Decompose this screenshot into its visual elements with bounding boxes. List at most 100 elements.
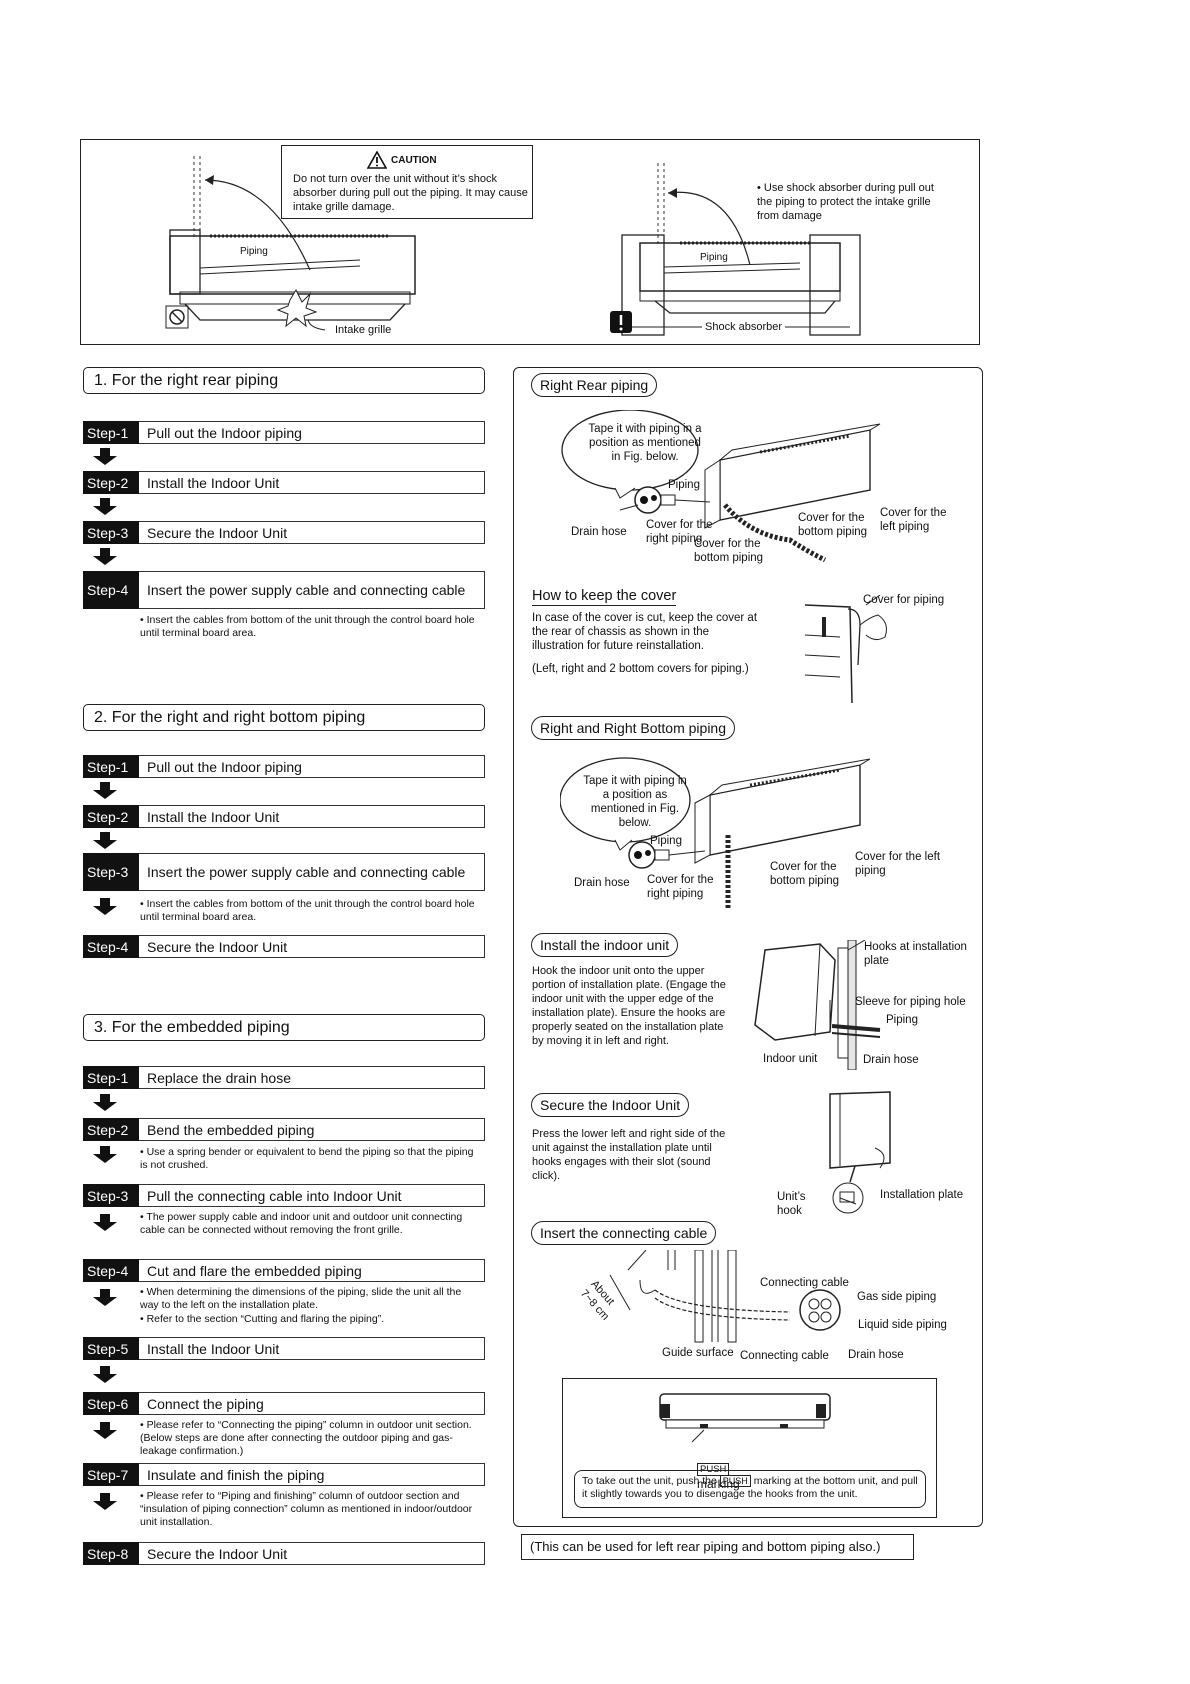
keep-cover-text-2: (Left, right and 2 bottom covers for pip…	[532, 663, 749, 675]
step-label: Step-3	[83, 521, 139, 544]
step-text: Insert the power supply cable and connec…	[139, 853, 485, 891]
inst-sleeve-label: Sleeve for piping hole	[855, 996, 966, 1008]
s3-step-1: Step-1 Replace the drain hose	[83, 1066, 485, 1089]
down-arrow-icon	[93, 1366, 117, 1383]
push-marking-label: PUSH marking	[697, 1447, 740, 1491]
s3-step-8: Step-8 Secure the Indoor Unit	[83, 1542, 485, 1565]
install-indoor-unit-text: Hook the indoor unit onto the upper port…	[532, 965, 726, 1047]
step-text: Insert the power supply cable and connec…	[139, 571, 485, 609]
s3-step-3-note: • The power supply cable and indoor unit…	[140, 1211, 463, 1236]
top-figure-frame	[80, 139, 980, 345]
step-text: Pull out the Indoor piping	[139, 755, 485, 778]
push-marking-box	[562, 1378, 937, 1518]
down-arrow-icon	[93, 1214, 117, 1231]
step-text: Connect the piping	[139, 1392, 485, 1415]
step-label: Step-5	[83, 1337, 139, 1360]
down-arrow-icon	[93, 1493, 117, 1510]
rrb-cover-left-label: Cover for the left piping	[855, 851, 941, 877]
step-text: Pull the connecting cable into Indoor Un…	[139, 1184, 485, 1207]
inst-indoor-unit-label: Indoor unit	[763, 1053, 818, 1065]
push-badge: PUSH	[697, 1463, 730, 1476]
step-label: Step-1	[83, 421, 139, 444]
s3-step-5: Step-5 Install the Indoor Unit	[83, 1337, 485, 1360]
s1-step-4-note: • Insert the cables from bottom of the u…	[140, 614, 475, 639]
sec-installation-plate-label: Installation plate	[880, 1189, 964, 1201]
secure-indoor-unit-illustration	[829, 1091, 891, 1214]
install-indoor-unit-illustration	[754, 940, 881, 1070]
s3-step-6: Step-6 Connect the piping	[83, 1392, 485, 1415]
step-text: Bend the embedded piping	[139, 1118, 485, 1141]
s3-step-6-note: • Please refer to “Connecting the piping…	[140, 1419, 472, 1457]
s1-step-2: Step-2 Install the Indoor Unit	[83, 471, 485, 494]
ins-gas-side-label: Gas side piping	[857, 1291, 937, 1303]
step-text: Secure the Indoor Unit	[139, 1542, 485, 1565]
unit-without-absorber-illustration	[165, 156, 416, 331]
rr-cover-right-label: Cover for the right piping	[646, 519, 713, 545]
s3-step-4-note-a: • When determining the dimensions of the…	[140, 1286, 462, 1311]
warning-triangle-icon	[367, 151, 387, 169]
s3-step-2-note: • Use a spring bender or equivalent to b…	[140, 1146, 474, 1171]
rr-cover-left-label: Cover for the left piping	[880, 507, 947, 533]
ins-drain-hose-label: Drain hose	[848, 1349, 904, 1361]
s3-step-3: Step-3 Pull the connecting cable into In…	[83, 1184, 485, 1207]
down-arrow-icon	[93, 548, 117, 565]
step-text: Install the Indoor Unit	[139, 1337, 485, 1360]
inst-piping-label: Piping	[886, 1014, 918, 1026]
push-instructions-box	[574, 1470, 926, 1508]
rrb-piping-label: Piping	[650, 835, 682, 847]
step-text: Secure the Indoor Unit	[139, 521, 485, 544]
step-text: Pull out the Indoor piping	[139, 421, 485, 444]
caution-box	[281, 145, 533, 219]
step-label: Step-4	[83, 571, 139, 609]
down-arrow-icon	[93, 832, 117, 849]
s2-step-2: Step-2 Install the Indoor Unit	[83, 805, 485, 828]
shock-absorber-note: • Use shock absorber during pull out the…	[757, 182, 934, 222]
s2-step-3-note: • Insert the cables from bottom of the u…	[140, 898, 475, 923]
footer-note-text: (This can be used for left rear piping a…	[530, 1539, 881, 1554]
rr-tape-note: Tape it with piping in a position as men…	[588, 423, 702, 463]
rr-cover-bottom-label-1: Cover for the bottom piping	[694, 538, 764, 564]
top-piping-label-left: Piping	[240, 246, 268, 257]
cover-for-piping-label: Cover for piping	[863, 594, 945, 606]
step-text: Cut and flare the embedded piping	[139, 1259, 485, 1282]
down-arrow-icon	[93, 448, 117, 465]
inst-drain-hose-label: Drain hose	[863, 1054, 919, 1066]
insert-connecting-cable-title: Insert the connecting cable	[531, 1221, 717, 1245]
rrb-cover-bottom-label: Cover for the bottom piping	[770, 861, 840, 887]
secure-indoor-unit-text: Press the lower left and right side of t…	[532, 1128, 726, 1182]
step-label: Step-2	[83, 805, 139, 828]
ins-connecting-cable-label-2: Connecting cable	[740, 1350, 829, 1362]
step-text: Install the Indoor Unit	[139, 805, 485, 828]
s3-step-4-note-b: • Refer to the section “Cutting and flar…	[140, 1313, 385, 1325]
s3-step-4: Step-4 Cut and flare the embedded piping	[83, 1259, 485, 1282]
rrb-cover-right-label: Cover for the right piping	[647, 874, 714, 900]
s3-step-7-note: • Please refer to “Piping and finishing”…	[140, 1490, 473, 1528]
down-arrow-icon	[93, 1422, 117, 1439]
step-label: Step-1	[83, 1066, 139, 1089]
right-bottom-piping-illustration	[560, 757, 871, 910]
down-arrow-icon	[93, 1289, 117, 1306]
ins-connecting-cable-label-1: Connecting cable	[760, 1277, 849, 1289]
down-arrow-icon	[93, 898, 117, 915]
secure-indoor-unit-title: Secure the Indoor Unit	[531, 1093, 690, 1117]
right-panel-frame	[513, 367, 983, 1527]
down-arrow-icon	[93, 782, 117, 799]
push-instructions-text: To take out the unit, push the PUSH mark…	[582, 1475, 918, 1500]
intake-grille-label: Intake grille	[335, 324, 392, 336]
rrb-tape-note: Tape it with piping in a position as men…	[583, 775, 687, 829]
s2-step-1: Step-1 Pull out the Indoor piping	[83, 755, 485, 778]
footer-note-box	[521, 1534, 914, 1560]
step-text: Install the Indoor Unit	[139, 471, 485, 494]
step-text: Insulate and finish the piping	[139, 1463, 485, 1486]
down-arrow-icon	[93, 1094, 117, 1111]
s1-step-4: Step-4 Insert the power supply cable and…	[83, 571, 485, 609]
right-rear-piping-title: Right Rear piping	[531, 373, 658, 397]
caution-text: Do not turn over the unit without it’s s…	[293, 173, 528, 213]
inst-hooks-label: Hooks at installation plate	[864, 941, 967, 967]
top-piping-label-right: Piping	[700, 252, 728, 263]
install-indoor-unit-title: Install the indoor unit	[531, 933, 679, 957]
step-text: Replace the drain hose	[139, 1066, 485, 1089]
step-label: Step-3	[83, 853, 139, 891]
shock-absorber-label: Shock absorber	[702, 320, 786, 334]
keep-cover-illustration	[804, 595, 887, 704]
